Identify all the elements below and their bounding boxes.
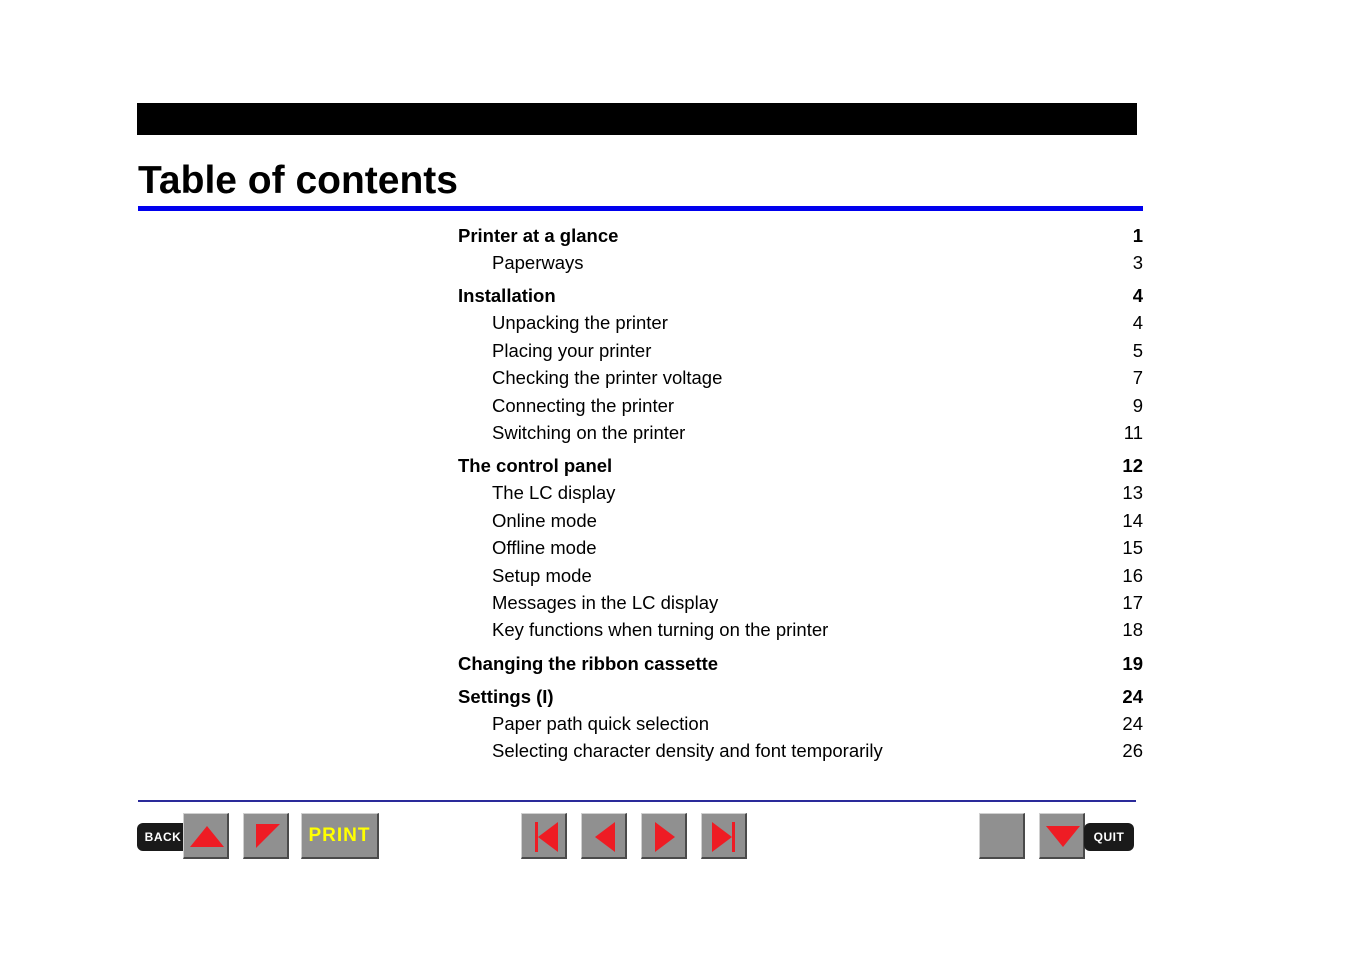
- toc-entry[interactable]: Switching on the printer 11: [458, 419, 1143, 446]
- page-title: Table of contents: [138, 159, 458, 202]
- toc-label: The LC display: [492, 482, 616, 504]
- header-bar: [137, 103, 1137, 135]
- toc-page-number: 19: [1122, 652, 1143, 674]
- corner-arrow-icon: [256, 824, 280, 848]
- toc-label: Offline mode: [492, 537, 597, 559]
- toc-label: Installation: [458, 285, 556, 307]
- toc-page-number: 4: [1132, 312, 1143, 334]
- toc-page-number: 15: [1122, 537, 1143, 559]
- toc-label: Settings (I): [458, 685, 554, 707]
- scroll-up-button[interactable]: [183, 813, 229, 859]
- toc-entry[interactable]: Selecting character density and font tem…: [458, 737, 1143, 764]
- back-button[interactable]: BACK: [137, 823, 189, 851]
- toc-entry[interactable]: The LC display 13: [458, 479, 1143, 506]
- toc-page-number: 17: [1122, 591, 1143, 613]
- toc-label: Changing the ribbon cassette: [458, 652, 719, 674]
- toc-page-number: 16: [1122, 564, 1143, 586]
- toc-page-number: 12: [1122, 455, 1143, 477]
- toc-entry[interactable]: Offline mode 15: [458, 534, 1143, 561]
- toc-page-number: 24: [1122, 685, 1143, 707]
- toc-label: Paper path quick selection: [492, 712, 709, 734]
- toc-page-number: 3: [1132, 252, 1143, 273]
- next-page-button[interactable]: [641, 813, 687, 859]
- toc-label: Switching on the printer: [492, 421, 686, 443]
- previous-page-icon: [595, 822, 615, 852]
- toc-page-number: 13: [1122, 482, 1143, 504]
- toc-label: Checking the printer voltage: [492, 367, 723, 389]
- toc-label: Online mode: [492, 509, 597, 531]
- scroll-down-button[interactable]: [1039, 813, 1085, 859]
- toc-label: Setup mode: [492, 564, 592, 586]
- first-page-button[interactable]: [521, 813, 567, 859]
- previous-page-button[interactable]: [581, 813, 627, 859]
- next-page-icon: [655, 822, 675, 852]
- toc-label: Paperways: [492, 252, 584, 273]
- triangle-down-icon: [1046, 826, 1080, 847]
- quit-button[interactable]: QUIT: [1084, 823, 1134, 851]
- toc-page-number: 5: [1132, 339, 1143, 361]
- toc-entry[interactable]: Connecting the printer 9: [458, 392, 1143, 419]
- toc-entry[interactable]: Key functions when turning on the printe…: [458, 616, 1143, 643]
- toc-label: Printer at a glance: [458, 225, 619, 246]
- toc-page-number: 7: [1132, 367, 1143, 389]
- toc-entry[interactable]: Checking the printer voltage 7: [458, 364, 1143, 391]
- toc-page-number: 14: [1122, 509, 1143, 531]
- toc-label: Connecting the printer: [492, 394, 675, 416]
- toc-section[interactable]: Installation 4: [458, 282, 1143, 309]
- triangle-up-icon: [190, 826, 224, 847]
- toc-label: The control panel: [458, 455, 613, 477]
- toc-entry[interactable]: Unpacking the printer 4: [458, 309, 1143, 336]
- toc-entry[interactable]: Setup mode 16: [458, 562, 1143, 589]
- toc-label: Unpacking the printer: [492, 312, 668, 334]
- toc-section[interactable]: Printer at a glance 1: [458, 222, 1143, 249]
- toc-section[interactable]: The control panel 12: [458, 452, 1143, 479]
- toc-entry[interactable]: Online mode 14: [458, 507, 1143, 534]
- toc-label: Selecting character density and font tem…: [492, 740, 883, 762]
- last-page-button[interactable]: [701, 813, 747, 859]
- first-page-icon: [535, 822, 558, 852]
- toc-page-number: 4: [1132, 285, 1143, 307]
- corner-button[interactable]: [243, 813, 289, 859]
- blank-button[interactable]: [979, 813, 1025, 859]
- toc-page-number: 18: [1122, 619, 1143, 641]
- footer-divider: [138, 800, 1136, 802]
- toc-entry[interactable]: Placing your printer 5: [458, 337, 1143, 364]
- toc-page-number: 9: [1132, 394, 1143, 416]
- toc-label: Key functions when turning on the printe…: [492, 619, 829, 641]
- toc-entry[interactable]: Paperways 3: [458, 249, 1143, 276]
- toc-page-number: 26: [1122, 740, 1143, 762]
- toc-label: Placing your printer: [492, 339, 652, 361]
- print-button[interactable]: PRINT: [301, 813, 379, 859]
- toc-entry[interactable]: Paper path quick selection 24: [458, 710, 1143, 737]
- toc-label: Messages in the LC display: [492, 591, 719, 613]
- toc-entry[interactable]: Messages in the LC display 17: [458, 589, 1143, 616]
- toc-page-number: 11: [1123, 421, 1143, 443]
- toc-section[interactable]: Settings (I) 24: [458, 683, 1143, 710]
- toc-page-number: 24: [1122, 712, 1143, 734]
- last-page-icon: [712, 822, 735, 852]
- title-divider: [138, 206, 1143, 211]
- toc-page-number: 1: [1132, 225, 1143, 246]
- toc-section[interactable]: Changing the ribbon cassette 19: [458, 650, 1143, 677]
